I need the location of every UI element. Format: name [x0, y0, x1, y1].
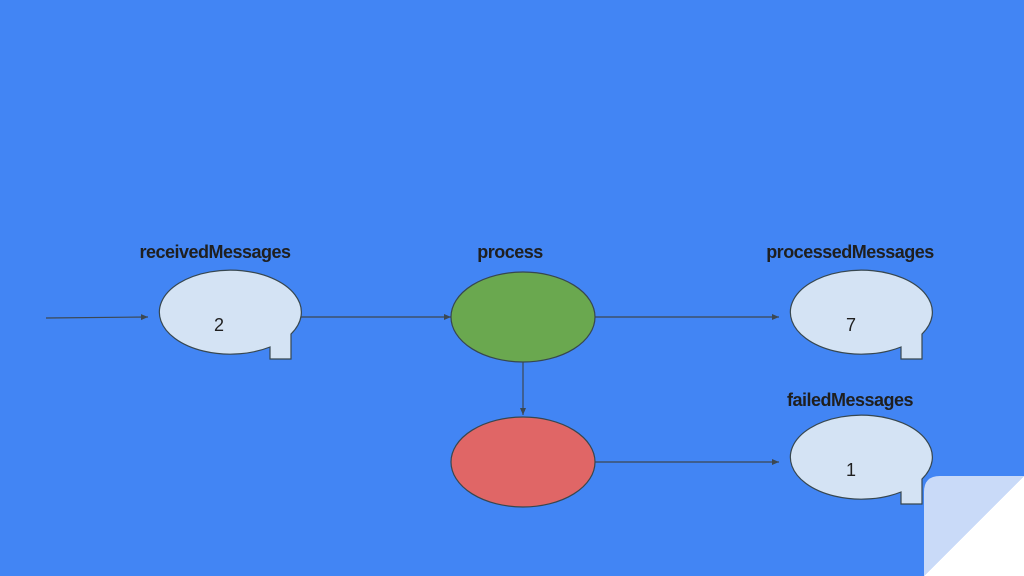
received-messages-count: 2 — [214, 315, 224, 335]
process-node[interactable] — [450, 271, 596, 363]
failure-node[interactable] — [450, 416, 596, 508]
received-messages-bubble[interactable] — [158, 269, 302, 360]
received-messages-label: receivedMessages — [139, 242, 291, 262]
incoming-arrow — [45, 314, 149, 321]
processed-messages-bubble[interactable] — [789, 269, 933, 360]
processed-messages-count: 7 — [846, 315, 856, 335]
failed-messages-label: failedMessages — [787, 390, 914, 410]
failed-messages-bubble[interactable] — [789, 414, 933, 505]
page-curl-corner — [924, 476, 1024, 576]
processed-messages-label: processedMessages — [766, 242, 934, 262]
failed-messages-count: 1 — [846, 460, 856, 480]
process-label: process — [477, 242, 543, 262]
